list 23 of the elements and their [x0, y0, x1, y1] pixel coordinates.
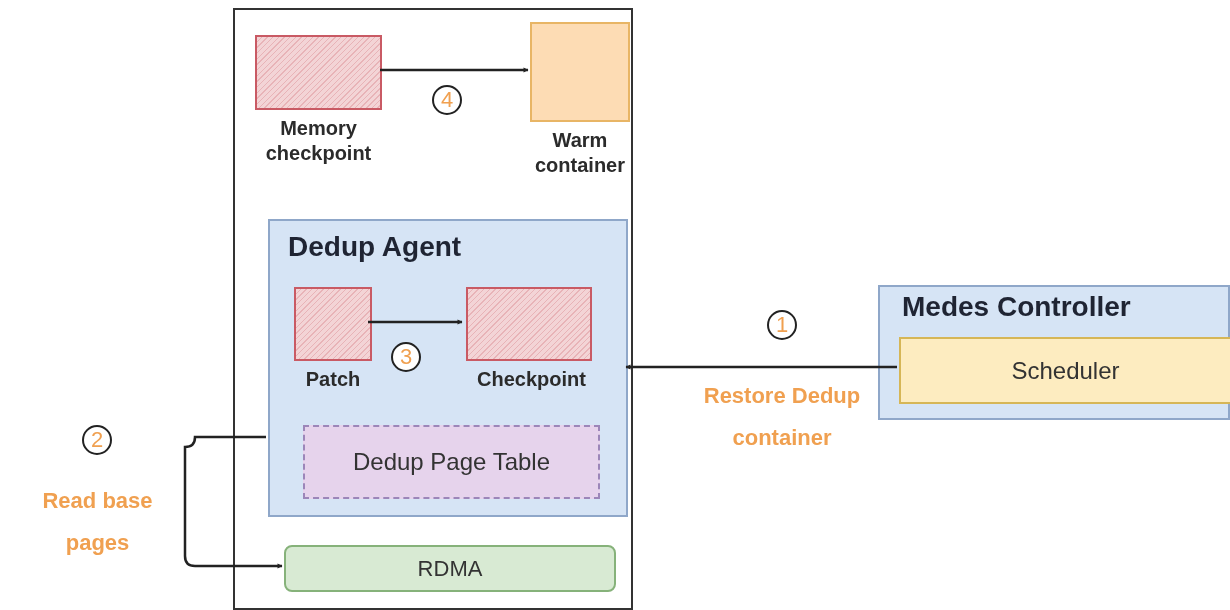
node-label: RDMA: [417, 555, 483, 582]
step-description: Read base pages: [41, 487, 154, 557]
scheduler-box: [899, 337, 1230, 404]
arrow: [380, 67, 529, 73]
page-table-box: [303, 425, 600, 499]
rdma-box: [284, 545, 616, 592]
node-label: Scheduler: [1011, 356, 1120, 385]
arrow: [368, 319, 463, 325]
node-label: Dedup Page Table: [352, 448, 551, 476]
node-caption: Checkpoint: [476, 367, 587, 392]
node-caption: Patch: [304, 367, 362, 392]
step-number: 2: [82, 425, 112, 455]
step-number: 1: [767, 310, 797, 340]
controller-panel: [878, 285, 1230, 420]
node-caption: Warm container: [534, 128, 626, 178]
agent-panel: [268, 219, 628, 517]
server-box: [233, 8, 633, 610]
node-caption: Memory checkpoint: [264, 116, 373, 166]
arrow: [625, 364, 897, 370]
arrow: [183, 435, 283, 569]
group-title: Dedup Agent: [288, 231, 462, 263]
group-title: Medes Controller: [902, 291, 1131, 323]
step-description: Restore Dedup container: [702, 382, 862, 452]
